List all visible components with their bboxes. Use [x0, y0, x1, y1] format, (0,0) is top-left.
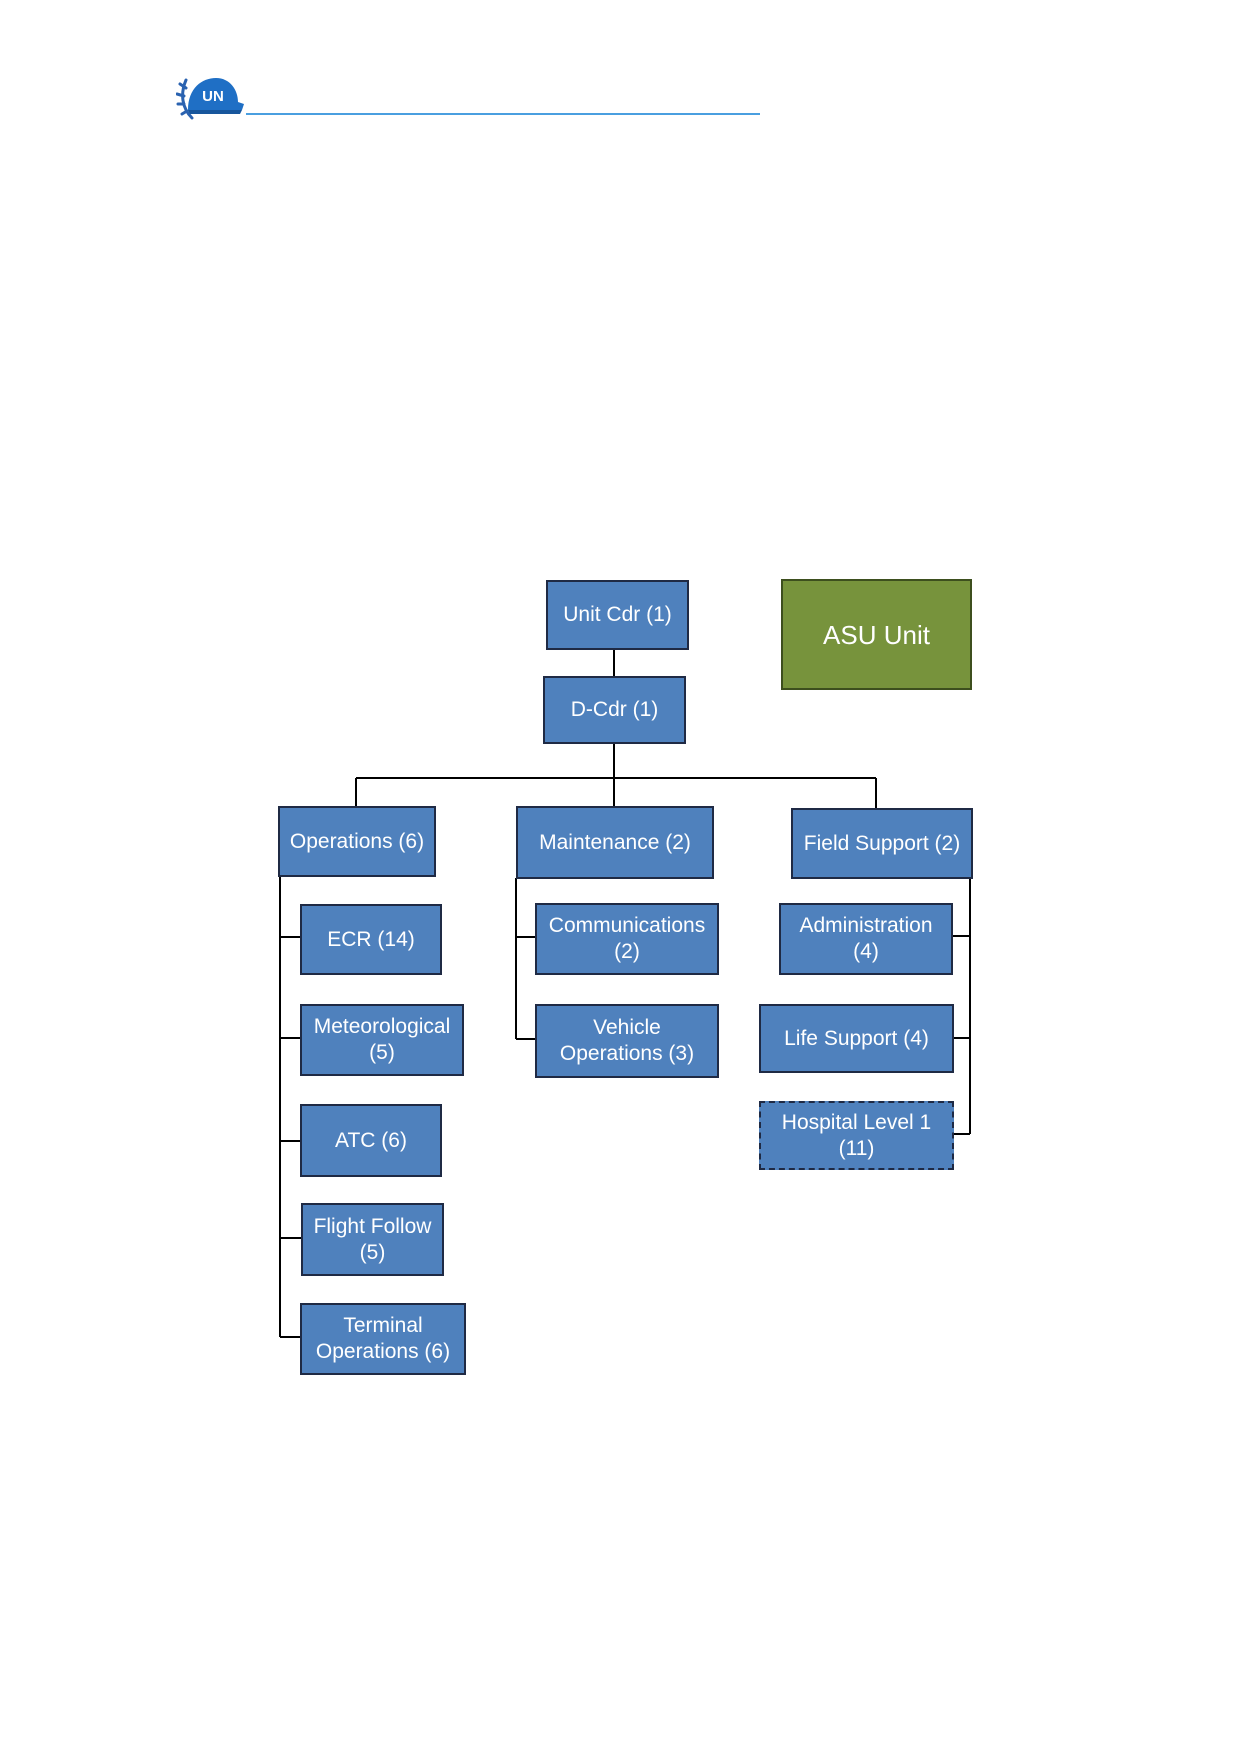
- un-helmet-logo: UN: [176, 78, 244, 120]
- administration-box: Administration (4): [779, 903, 953, 975]
- hospital-level-1-box: Hospital Level 1 (11): [759, 1101, 954, 1170]
- vehicle-operations-box: Vehicle Operations (3): [535, 1004, 719, 1078]
- header-rule: [246, 113, 760, 115]
- flight-follow-box: Flight Follow (5): [301, 1203, 444, 1276]
- logo-text: UN: [202, 88, 224, 105]
- atc-box: ATC (6): [300, 1104, 442, 1177]
- unit-cdr-box: Unit Cdr (1): [546, 580, 689, 650]
- maintenance-box: Maintenance (2): [516, 806, 714, 879]
- helmet-icon: [188, 78, 244, 110]
- meteorological-box: Meteorological (5): [300, 1004, 464, 1076]
- communications-box: Communications (2): [535, 903, 719, 975]
- operations-box: Operations (6): [278, 806, 436, 877]
- laurel-leaves-icon: [176, 78, 194, 120]
- asu-unit-box: ASU Unit: [781, 579, 972, 690]
- d-cdr-box: D-Cdr (1): [543, 676, 686, 744]
- terminal-operations-box: Terminal Operations (6): [300, 1303, 466, 1375]
- ecr-box: ECR (14): [300, 904, 442, 975]
- field-support-box: Field Support (2): [791, 808, 973, 879]
- life-support-box: Life Support (4): [759, 1004, 954, 1073]
